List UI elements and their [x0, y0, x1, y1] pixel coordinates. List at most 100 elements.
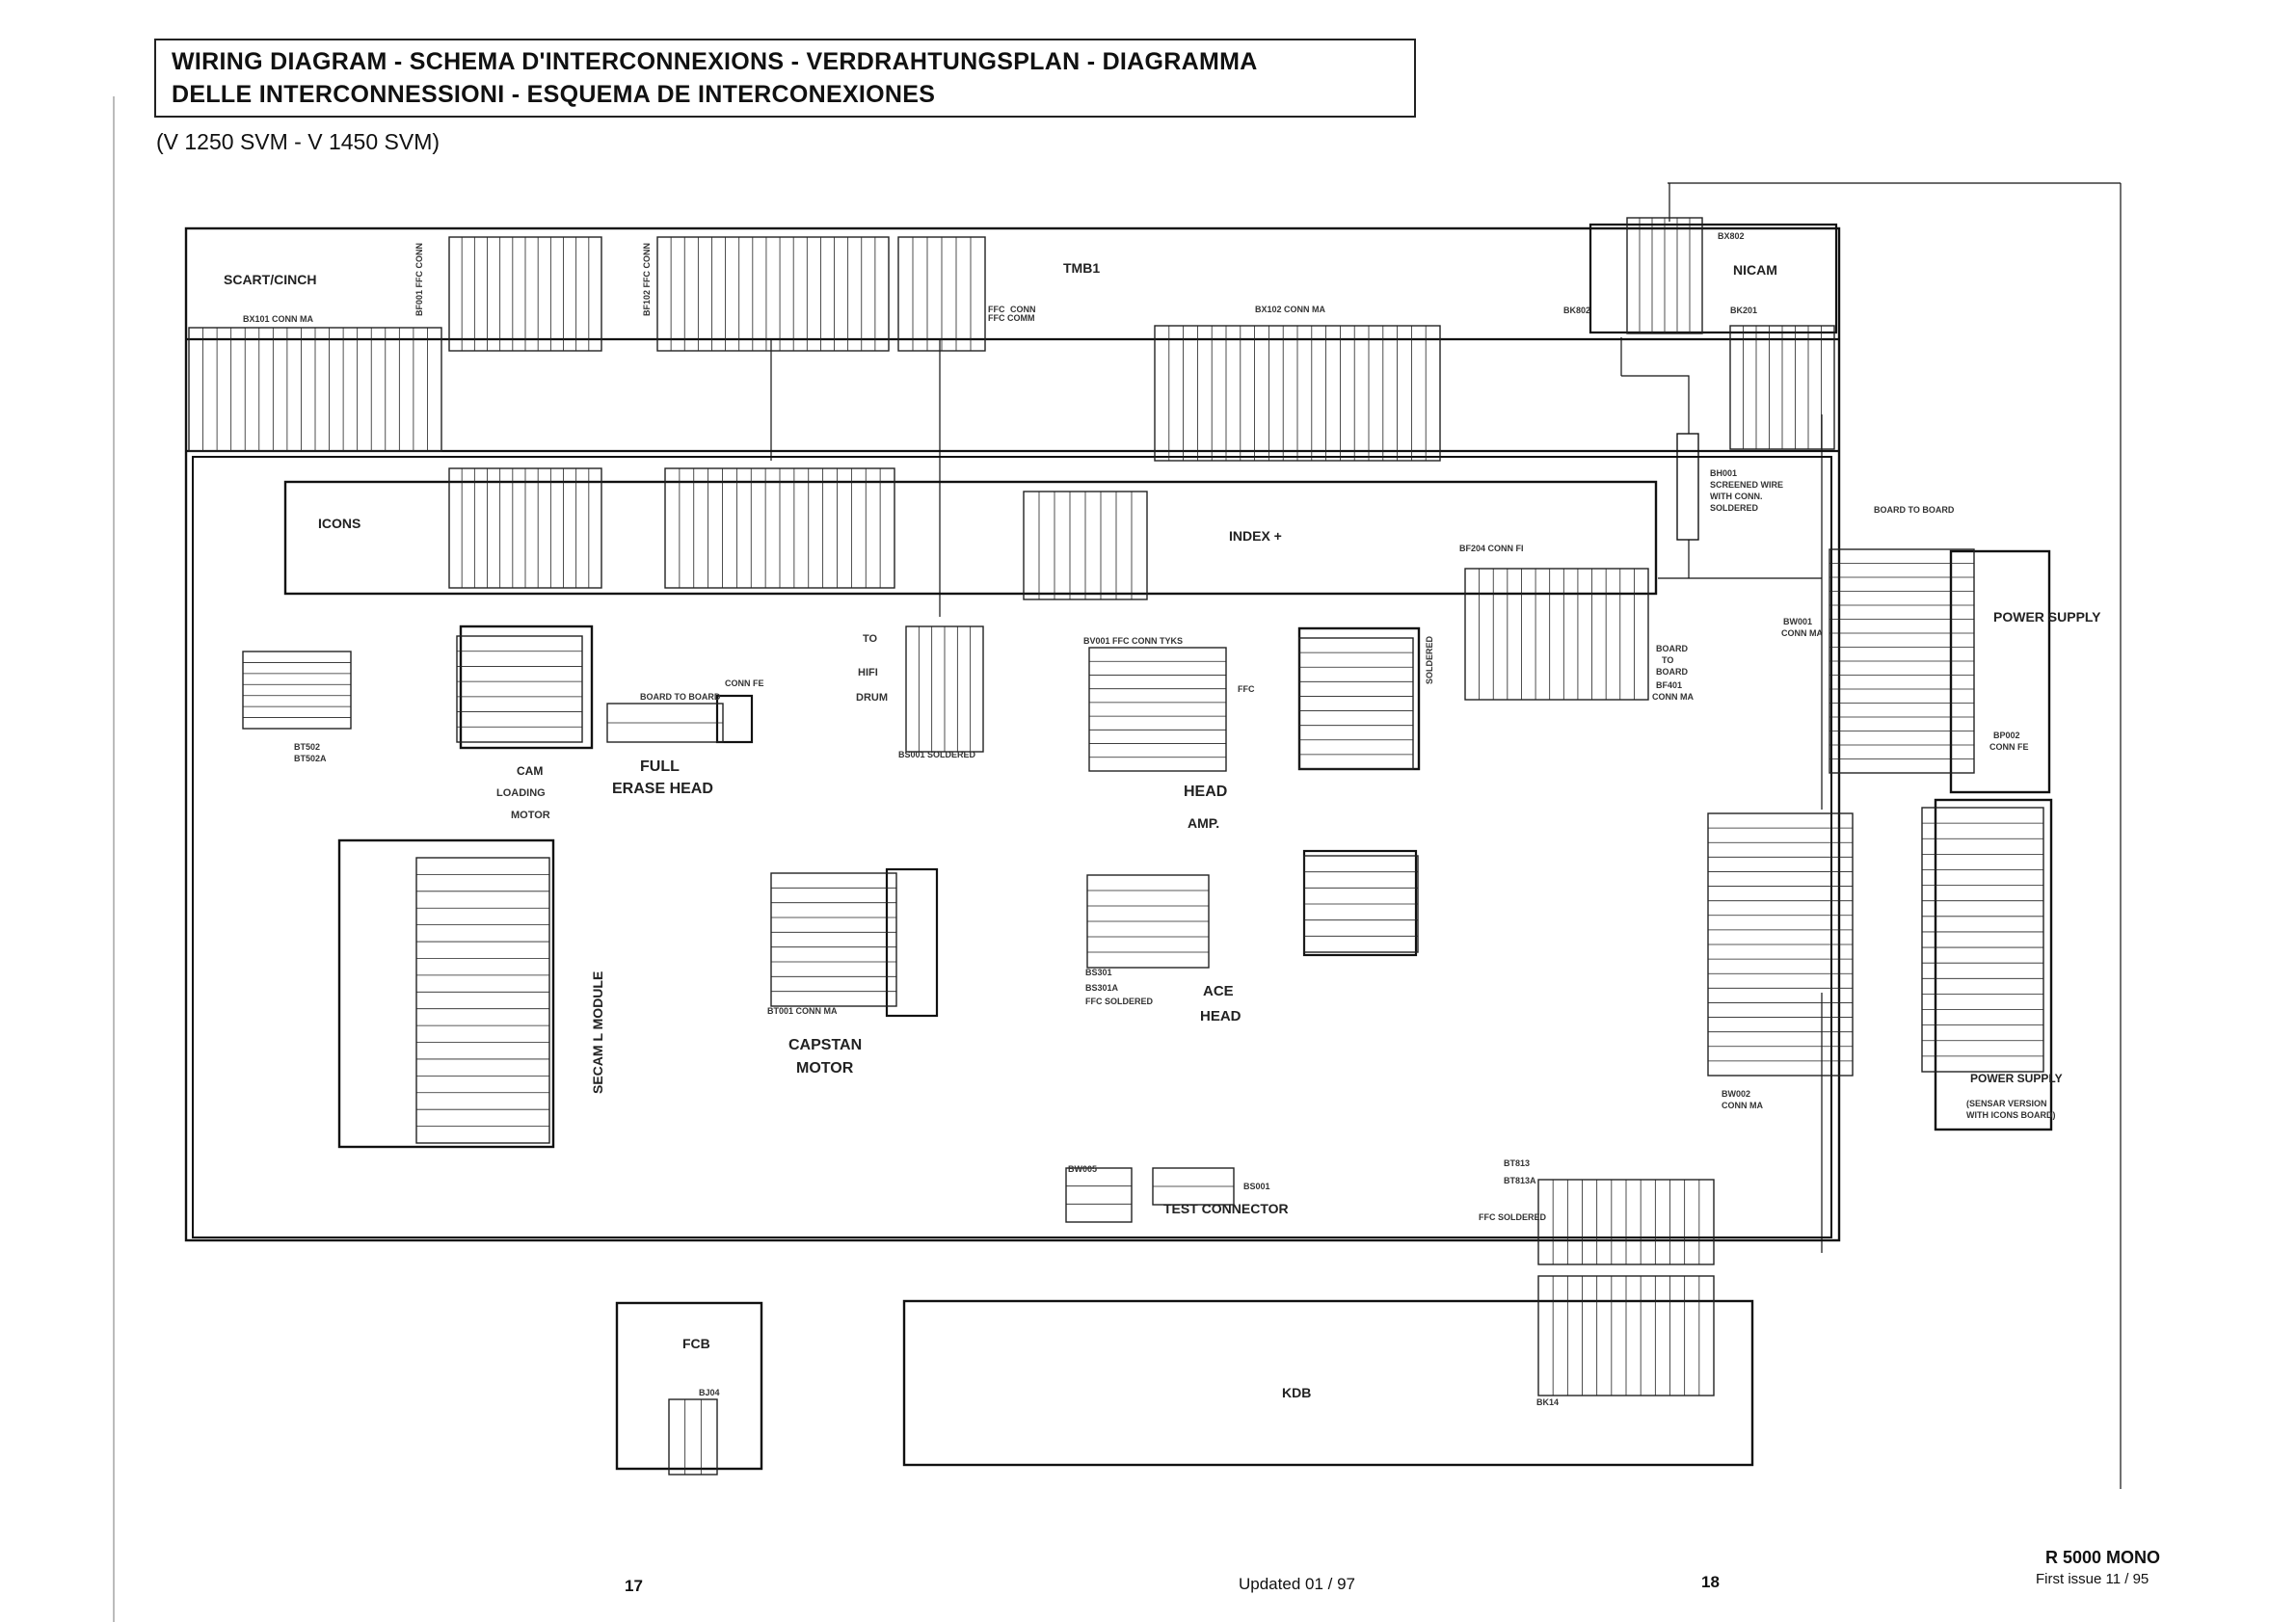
bt502a-label: BT502A [294, 754, 327, 763]
tmb1-inner-board [192, 456, 1832, 1238]
tmb1-board-outline [184, 226, 1841, 1242]
board-to-label-4: BF401 [1656, 680, 1683, 690]
connector-bs301 [1086, 874, 1210, 969]
head-amp-outline [1297, 626, 1421, 771]
title-line-2: DELLE INTERCONNESSIONI - ESQUEMA DE INTE… [172, 81, 936, 108]
cam-label-2: LOADING [496, 787, 546, 799]
hifi-label-1: TO [863, 633, 878, 645]
secam-module-outline [337, 838, 555, 1149]
issue-text: First issue 11 / 95 [2036, 1571, 2149, 1587]
connector-cam [456, 635, 583, 743]
title-box: WIRING DIAGRAM - SCHEMA D'INTERCONNEXION… [154, 39, 1416, 118]
cam-motor-outline [459, 625, 594, 750]
bf001-label: BF001 FFC CONN [414, 242, 424, 316]
scart-label: SCART/CINCH [224, 272, 317, 287]
nicam-board-outline [1589, 223, 1838, 334]
subtitle: (V 1250 SVM - V 1450 SVM) [156, 129, 441, 154]
connector-bx101 [188, 327, 442, 452]
connector-test [1152, 1167, 1235, 1206]
ffc-soldered-label: FFC SOLDERED [1085, 997, 1154, 1006]
bs301a-label: BS301A [1085, 983, 1119, 993]
connector-bp002 [1921, 807, 2044, 1073]
connector-erase [606, 703, 724, 743]
secam-label: SECAM L MODULE [590, 971, 605, 1094]
tmb1-label: TMB1 [1063, 260, 1101, 276]
connector-bw002 [1707, 812, 1854, 1077]
connector-ace [1303, 855, 1419, 953]
erase-label-1: FULL [640, 758, 680, 775]
index-label: INDEX + [1229, 528, 1282, 544]
connector-bt502 [242, 651, 352, 730]
model-name: R 5000 MONO [2045, 1548, 2161, 1567]
hifi-label-3: DRUM [856, 692, 888, 704]
erase-label-2: ERASE HEAD [612, 781, 713, 797]
bw001-label: BW001 [1783, 617, 1813, 626]
erase-head-outline [715, 694, 754, 744]
page-number-left: 17 [625, 1577, 643, 1595]
hifi-label-2: HIFI [858, 667, 878, 678]
bp002-label: BP002 [1993, 731, 2020, 740]
board-to-label-2: TO [1662, 655, 1674, 665]
bs001b-label: BS001 [1243, 1182, 1270, 1191]
connector-bk14 [1537, 1275, 1715, 1396]
head-amp-label-1: HEAD [1184, 784, 1228, 800]
nicam-label: NICAM [1733, 262, 1777, 278]
updated-text: Updated 01 / 97 [1239, 1575, 1355, 1593]
screened-wire-label-1: BH001 [1710, 468, 1738, 478]
connector-head-amp [1298, 637, 1414, 770]
screened-wire-outline [1676, 433, 1699, 541]
ffc-label: FFC [1238, 684, 1255, 694]
power-supply-2-note-2: WITH ICONS BOARD) [1966, 1110, 2056, 1120]
conn-ma2-label: CONN MA [1781, 628, 1823, 638]
soldered-label: SOLDERED [1425, 635, 1434, 684]
connector-icons-2 [664, 467, 895, 589]
conn-fe2-label: CONN FE [1989, 742, 2029, 752]
board-to-label-5: CONN MA [1652, 692, 1694, 702]
power-supply-2-outline [1934, 798, 2053, 1131]
screened-wire-label-4: SOLDERED [1710, 503, 1759, 513]
connector-bs001 [905, 625, 984, 753]
bs001-label: BS001 SOLDERED [898, 750, 976, 759]
head-amp-label-2: AMP. [1188, 815, 1220, 831]
ffc-soldered2-label: FFC SOLDERED [1479, 1212, 1547, 1222]
bj04-label: BJ04 [699, 1388, 720, 1397]
bt001-label: BT001 CONN MA [767, 1006, 838, 1016]
capstan-motor-outline [885, 867, 939, 1018]
fcb-board-outline [615, 1301, 763, 1471]
icons-board-outline [283, 480, 1658, 596]
board-to-board-erase-label: BOARD TO BOARD [640, 692, 721, 702]
connector-capstan [770, 872, 897, 1007]
ffc-comm-label: FFC COMM [988, 313, 1035, 323]
bk802-label: BK802 [1563, 306, 1591, 315]
bx802-label: BX802 [1718, 231, 1745, 241]
board-to-label-3: BOARD [1656, 667, 1688, 677]
conn-label: CONN [1010, 305, 1036, 314]
screened-wire-label-2: SCREENED WIRE [1710, 480, 1784, 490]
kdb-label: KDB [1282, 1385, 1312, 1400]
connector-bf001 [448, 236, 602, 352]
bt502-label: BT502 [294, 742, 321, 752]
ace-label-1: ACE [1203, 983, 1234, 999]
bf102-label: BF102 FFC CONN [642, 242, 652, 316]
cam-label-1: CAM [517, 764, 544, 778]
connector-bf102 [656, 236, 890, 352]
capstan-label-2: MOTOR [796, 1060, 854, 1077]
connector-bt002 [897, 236, 986, 352]
page-number-right: 18 [1701, 1573, 1720, 1591]
ffc2-label: FFC [988, 305, 1005, 314]
connector-bt813 [1537, 1179, 1715, 1265]
connector-bv001 [1088, 647, 1227, 772]
connector-secam [415, 857, 550, 1144]
cam-label-3: MOTOR [511, 810, 550, 821]
power-supply-1-outline [1949, 549, 2051, 794]
nicam-wire-2 [1621, 375, 1690, 434]
conn-fe-label: CONN FE [725, 678, 764, 688]
connector-bx802 [1626, 217, 1703, 334]
screened-wire-label-3: WITH CONN. [1710, 492, 1763, 501]
connector-bx102 [1154, 325, 1441, 462]
test-connector-label: TEST CONNECTOR [1163, 1201, 1289, 1216]
power-supply-2-note-1: (SENSAR VERSION [1966, 1099, 2047, 1108]
bx101-label: BX101 CONN MA [243, 314, 314, 324]
connector-bk201 [1729, 325, 1835, 450]
